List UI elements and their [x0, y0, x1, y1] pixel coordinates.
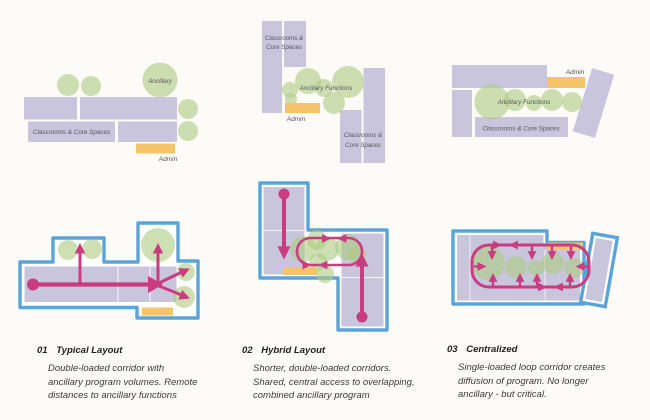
- classroom-blocks: [452, 65, 615, 138]
- plan-hybrid-diagram: Classrooms & Core Spaces Ancillary Funct…: [262, 21, 385, 163]
- caption-hybrid: 02 Hybrid Layout Shorter, double-loaded …: [242, 345, 450, 403]
- caption-line: ancillary - but critical.: [458, 389, 547, 400]
- classrooms-label: Classrooms & Core Spaces: [482, 126, 560, 133]
- caption-title: Typical Layout: [56, 345, 123, 356]
- caption-line: distances to ancillary functions: [48, 390, 177, 401]
- classrooms-bottom-label-line2: Core Spaces: [345, 142, 381, 149]
- caption-heading: 03 Centralized: [447, 344, 650, 355]
- admin-label: Admin: [286, 116, 306, 123]
- caption-line: combined ancillary program: [253, 390, 370, 401]
- ancillary-circles: [57, 62, 198, 141]
- ancillary-circles: [474, 84, 582, 120]
- caption-title: Hybrid Layout: [261, 345, 326, 356]
- classrooms-label: Classrooms & Core Spaces: [33, 129, 111, 136]
- ancillary-label: Ancillary Functions: [497, 99, 552, 106]
- caption-body: Double-loaded corridor with ancillary pr…: [37, 362, 245, 403]
- caption-line: Single-loaded loop corridor creates: [458, 362, 606, 373]
- circulation-centralized-diagram: [451, 229, 620, 309]
- caption-line: Shared, central access to overlapping,: [253, 376, 415, 388]
- caption-body: Single-loaded loop corridor creates diff…: [447, 361, 650, 402]
- admin-label: Admin: [565, 69, 585, 76]
- caption-number: 03: [447, 344, 458, 355]
- admin-block: [547, 77, 585, 88]
- plan-typical-diagram: Ancillary Classrooms & Core Spaces Admin: [24, 62, 198, 163]
- caption-body: Shorter, double-loaded corridors. Shared…: [242, 362, 450, 403]
- ancillary-circles: [282, 66, 364, 114]
- ancillary-label: Ancillary: [147, 78, 173, 85]
- caption-number: 01: [37, 345, 48, 356]
- admin-block: [283, 267, 317, 275]
- caption-line: Double-loaded corridor with: [48, 363, 165, 374]
- caption-heading: 01 Typical Layout: [37, 345, 245, 356]
- main-arrowhead: [148, 276, 163, 293]
- plan-centralized-diagram: Admin Ancillary Functions Classrooms & C…: [452, 65, 615, 138]
- caption-number: 02: [242, 345, 253, 356]
- admin-block: [285, 103, 320, 113]
- classroom-blocks: [262, 21, 385, 163]
- circulation-hybrid-diagram: [258, 181, 389, 332]
- caption-line: Shorter, double-loaded corridors.: [253, 363, 392, 374]
- caption-line: ancillary program volumes. Remote: [48, 376, 198, 388]
- circulation-arrows: [277, 188, 369, 323]
- ancillary-label: Ancillary Functions: [299, 85, 354, 92]
- caption-heading: 02 Hybrid Layout: [242, 345, 450, 356]
- caption-title: Centralized: [466, 344, 518, 355]
- circulation-arrows: [27, 243, 193, 304]
- annex-block: [578, 231, 620, 309]
- circulation-loop: [470, 243, 591, 289]
- admin-label: Admin: [158, 156, 178, 163]
- classrooms-bottom-label-line1: Classrooms &: [344, 132, 383, 139]
- classroom-blocks: [24, 97, 177, 142]
- admin-block: [142, 307, 173, 316]
- caption-centralized: 03 Centralized Single-loaded loop corrid…: [447, 344, 650, 402]
- caption-line: diffusion of program. No longer: [458, 375, 589, 387]
- circulation-typical-diagram: [18, 221, 200, 320]
- ancillary-circles: [290, 230, 366, 283]
- caption-typical: 01 Typical Layout Double-loaded corridor…: [37, 345, 245, 403]
- classrooms-top-label-line2: Core Spaces: [266, 44, 302, 51]
- admin-block: [136, 143, 175, 154]
- circulation-arrows: [470, 240, 591, 292]
- classrooms-top-label-line1: Classrooms &: [265, 35, 304, 42]
- ancillary-circles: [471, 246, 584, 280]
